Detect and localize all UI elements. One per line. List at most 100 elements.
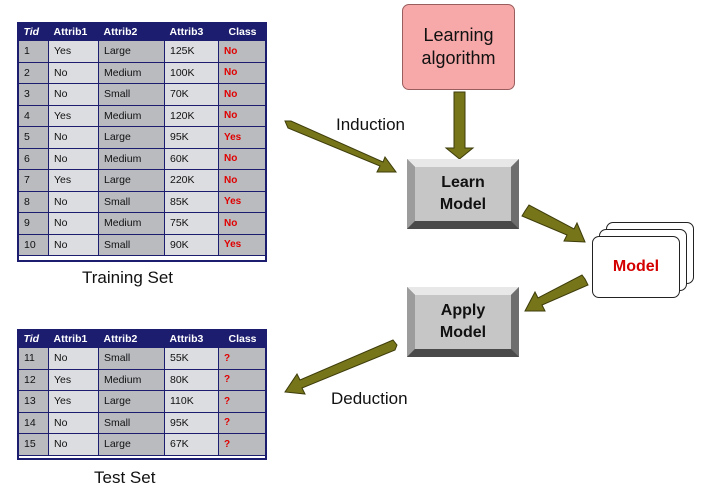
table-cell: ? xyxy=(218,411,267,434)
table-header-row: Tid Attrib1 Attrib2 Attrib3 Class xyxy=(18,330,267,348)
table-cell: 1 xyxy=(18,40,49,63)
table-header-row: Tid Attrib1 Attrib2 Attrib3 Class xyxy=(18,23,267,41)
column-header-attrib1: Attrib1 xyxy=(48,330,99,348)
model-label: Model xyxy=(612,258,660,275)
arrow-learn-to-model xyxy=(521,204,586,243)
test-set-caption: Test Set xyxy=(94,468,156,487)
table-cell: Small xyxy=(98,190,165,213)
table-cell: No xyxy=(48,126,99,149)
training-set-caption: Training Set xyxy=(82,268,174,287)
column-header-class: Class xyxy=(218,23,267,41)
table-cell: 55K xyxy=(164,347,219,370)
table-cell: No xyxy=(218,40,267,63)
table-cell: No xyxy=(48,347,99,370)
table-cell: Large xyxy=(98,169,165,192)
table-cell: 90K xyxy=(164,233,219,256)
table-cell: No xyxy=(218,212,267,235)
table-cell: 85K xyxy=(164,190,219,213)
table-cell: ? xyxy=(218,433,267,456)
table-cell: 60K xyxy=(164,147,219,170)
model-card: Model xyxy=(592,236,680,298)
table-cell: 80K xyxy=(164,368,219,391)
table-cell: 5 xyxy=(18,126,49,149)
induction-label: Induction xyxy=(336,115,405,134)
column-header-attrib3: Attrib3 xyxy=(164,23,219,41)
table-cell: 100K xyxy=(164,61,219,84)
apply-model-line1: Apply xyxy=(440,302,486,319)
table-cell: No xyxy=(48,83,99,106)
table-cell: 125K xyxy=(164,40,219,63)
table-cell: 95K xyxy=(164,411,219,434)
table-cell: No xyxy=(218,61,267,84)
table-cell: Small xyxy=(98,233,165,256)
apply-model-line2: Model xyxy=(439,324,487,341)
table-cell: No xyxy=(218,104,267,127)
table-cell: 11 xyxy=(18,347,49,370)
table-cell: Yes xyxy=(218,233,267,256)
table-cell: 2 xyxy=(18,61,49,84)
table-cell: Small xyxy=(98,411,165,434)
table-cell: Medium xyxy=(98,212,165,235)
arrow-deduction xyxy=(284,339,398,395)
learn-model-line1: Learn xyxy=(441,174,485,191)
table-cell: Medium xyxy=(98,61,165,84)
table-cell: Yes xyxy=(218,126,267,149)
table-cell: Small xyxy=(98,347,165,370)
table-cell: No xyxy=(48,433,99,456)
table-cell: 6 xyxy=(18,147,49,170)
table-cell: Medium xyxy=(98,368,165,391)
learning-algorithm-line2: algorithm xyxy=(421,48,496,68)
table-cell: Yes xyxy=(48,169,99,192)
learn-model-box: Learn Model xyxy=(407,159,519,229)
table-cell: Yes xyxy=(48,40,99,63)
arrow-model-to-apply xyxy=(524,274,589,312)
table-cell: 15 xyxy=(18,433,49,456)
column-header-attrib1: Attrib1 xyxy=(48,23,99,41)
table-cell: 7 xyxy=(18,169,49,192)
column-header-tid: Tid xyxy=(18,330,49,348)
table-cell: No xyxy=(48,61,99,84)
table-cell: 12 xyxy=(18,368,49,391)
table-cell: 67K xyxy=(164,433,219,456)
table-cell: 220K xyxy=(164,169,219,192)
table-cell: No xyxy=(218,147,267,170)
table-cell: 14 xyxy=(18,411,49,434)
column-header-tid: Tid xyxy=(18,23,49,41)
column-header-attrib2: Attrib2 xyxy=(98,23,165,41)
table-cell: 70K xyxy=(164,83,219,106)
arrow-induction xyxy=(284,120,397,173)
table-cell: Yes xyxy=(48,104,99,127)
table-cell: No xyxy=(218,83,267,106)
column-header-attrib3: Attrib3 xyxy=(164,330,219,348)
table-cell: Yes xyxy=(48,368,99,391)
table-cell: Large xyxy=(98,390,165,413)
apply-model-box: Apply Model xyxy=(407,287,519,357)
learning-algorithm-line1: Learning xyxy=(423,25,494,45)
learn-model-line2: Model xyxy=(439,196,487,213)
column-header-attrib2: Attrib2 xyxy=(98,330,165,348)
table-cell: 75K xyxy=(164,212,219,235)
table-cell: Large xyxy=(98,126,165,149)
table-cell: ? xyxy=(218,390,267,413)
learning-algorithm-box: Learning algorithm xyxy=(402,4,515,90)
table-cell: Medium xyxy=(98,104,165,127)
arrow-algorithm-to-learn xyxy=(444,91,475,160)
table-cell: Small xyxy=(98,83,165,106)
table-cell: 4 xyxy=(18,104,49,127)
table-cell: No xyxy=(48,233,99,256)
column-header-class: Class xyxy=(218,330,267,348)
table-cell: No xyxy=(48,411,99,434)
